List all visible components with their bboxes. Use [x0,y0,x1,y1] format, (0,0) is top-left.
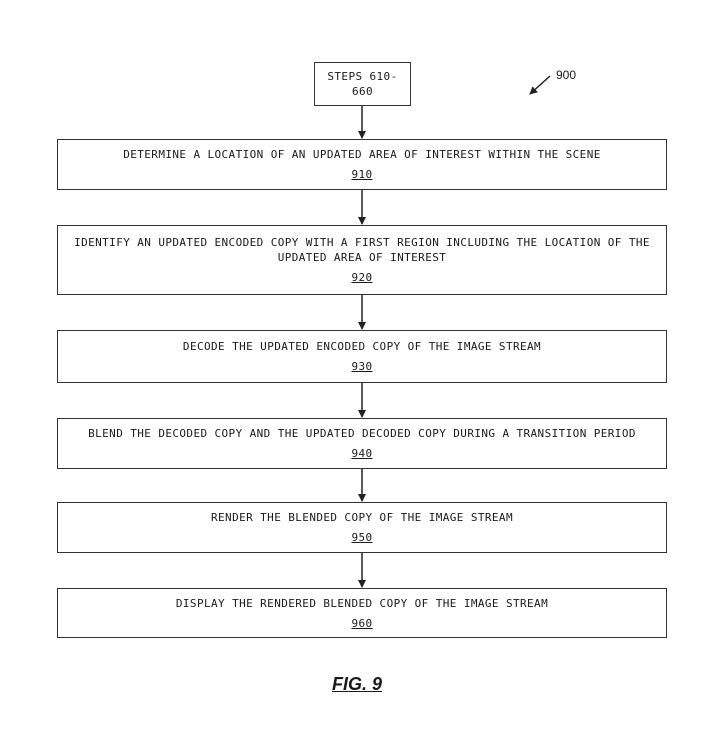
step-number: 930 [351,360,373,373]
step-number: 940 [351,447,373,460]
step-text: DISPLAY THE RENDERED BLENDED COPY OF THE… [175,596,549,610]
step-number: 920 [351,271,373,284]
step-950-box: RENDER THE BLENDED COPY OF THE IMAGE STR… [57,502,667,553]
step-920-box: IDENTIFY AN UPDATED ENCODED COPY WITH A … [57,225,667,295]
start-box: STEPS 610-660 [314,62,411,106]
step-number: 910 [351,168,373,181]
step-text: RENDER THE BLENDED COPY OF THE IMAGE STR… [211,511,513,524]
step-number: 960 [351,616,373,630]
step-910-box: DETERMINE A LOCATION OF AN UPDATED AREA … [57,139,667,190]
step-940-box: BLEND THE DECODED COPY AND THE UPDATED D… [57,418,667,469]
figure-reference-number: 900 [556,68,577,82]
start-label: STEPS 610-660 [327,70,398,98]
step-text: IDENTIFY AN UPDATED ENCODED COPY WITH A … [74,236,650,264]
reference-arrow [529,75,551,95]
step-960-box: DISPLAY THE RENDERED BLENDED COPY OF THE… [57,588,667,638]
step-number: 950 [351,531,373,544]
step-text: DETERMINE A LOCATION OF AN UPDATED AREA … [123,148,601,161]
step-930-box: DECODE THE UPDATED ENCODED COPY OF THE I… [57,330,667,383]
step-text: BLEND THE DECODED COPY AND THE UPDATED D… [88,427,636,440]
figure-label: FIG. 9 [331,674,382,694]
step-text: DECODE THE UPDATED ENCODED COPY OF THE I… [182,340,542,353]
